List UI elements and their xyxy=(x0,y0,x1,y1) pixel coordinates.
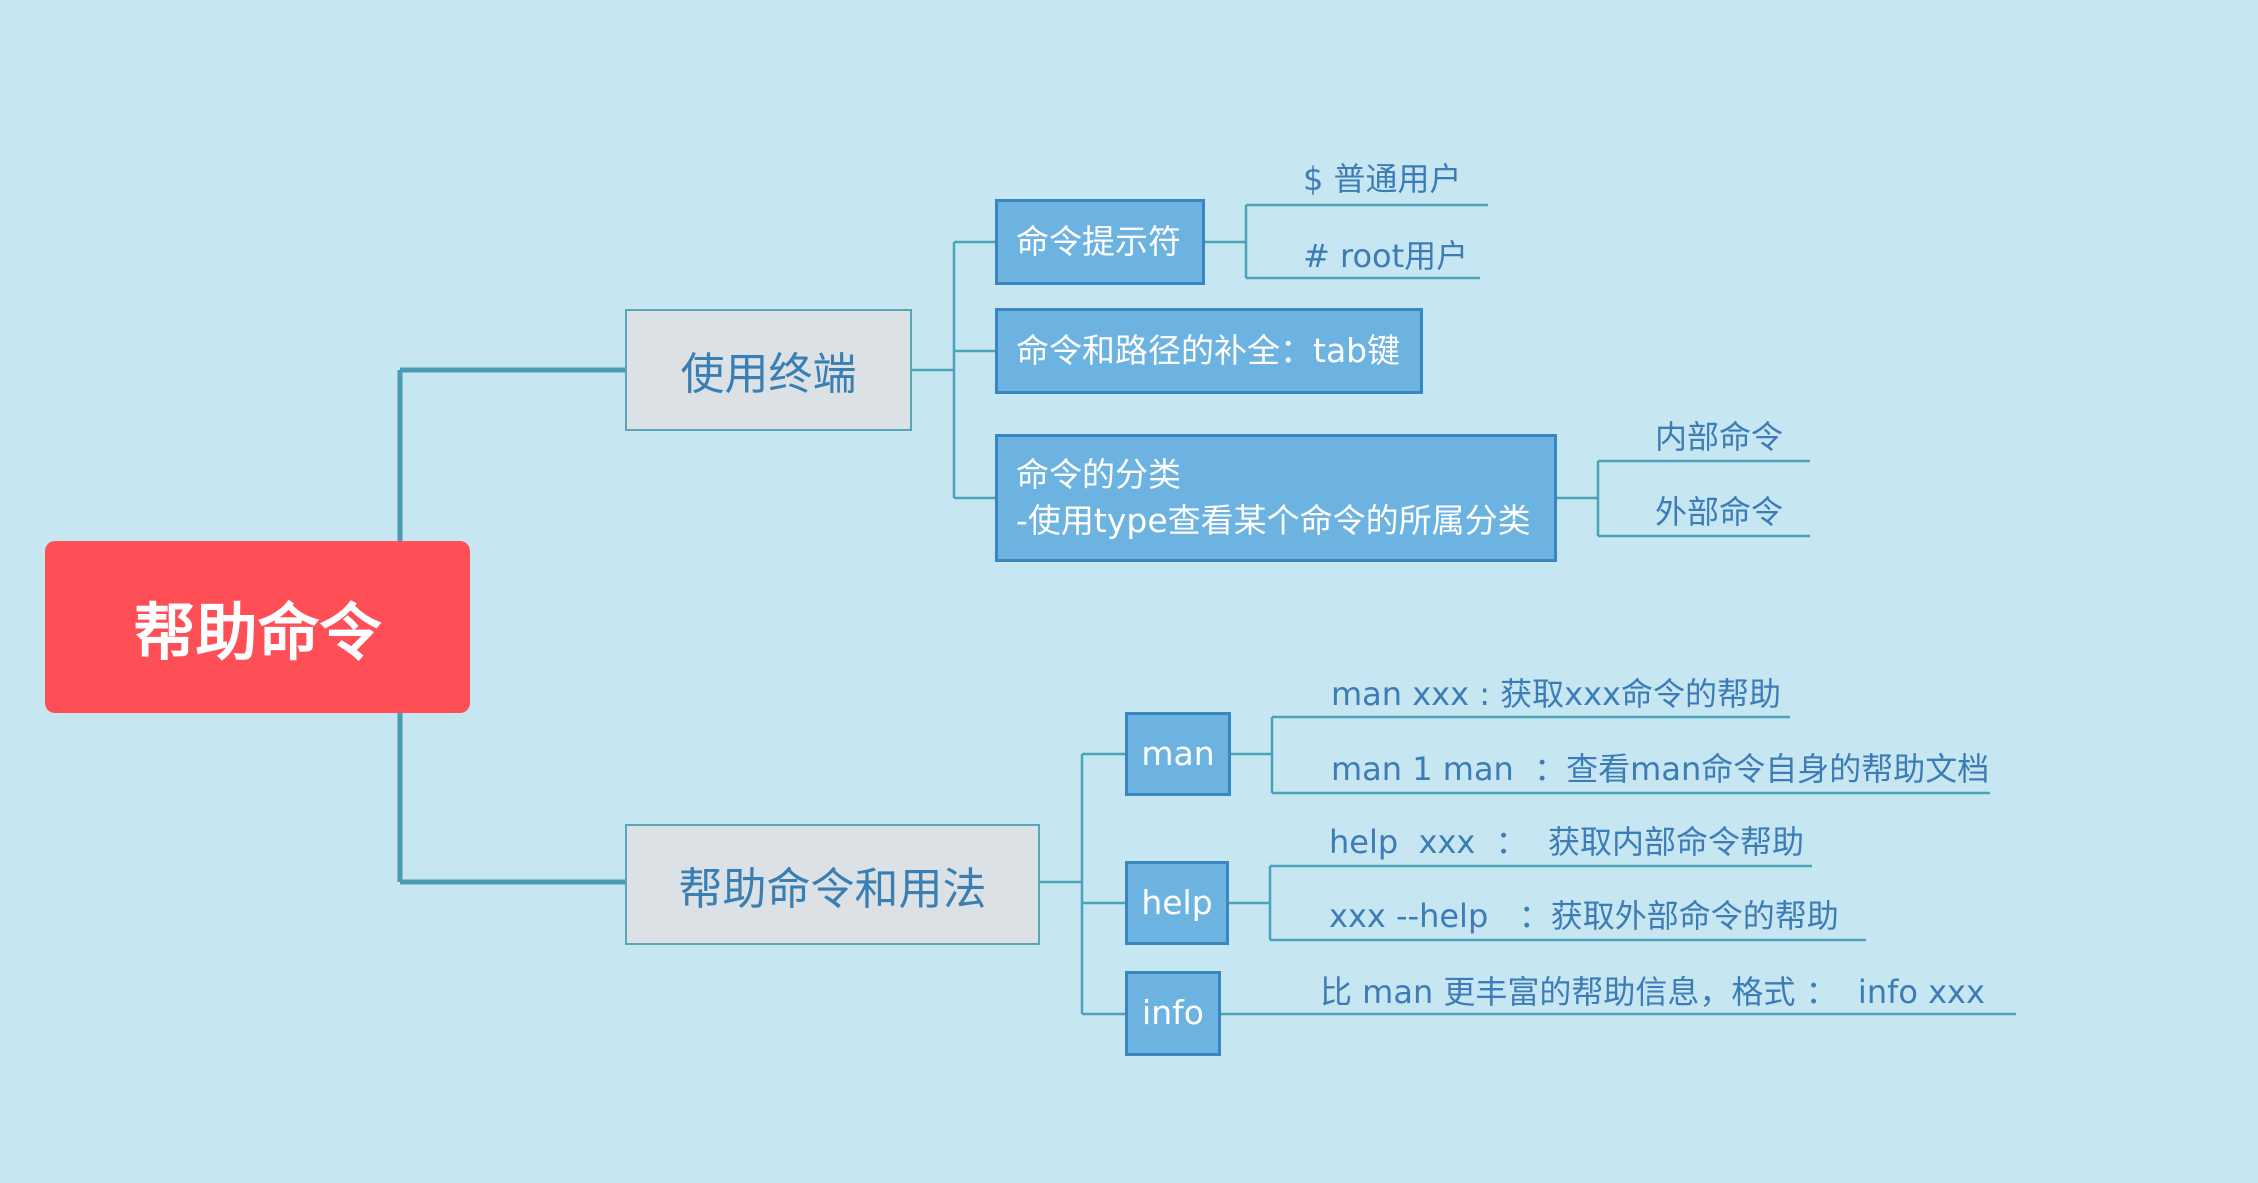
leaf-xxx-help: xxx --help ：获取外部命令的帮助 xyxy=(1329,897,1839,935)
subtopic-man[interactable]: man xyxy=(1125,712,1231,796)
subtopic-classification-label-2: -使用type查看某个命令的所属分类 xyxy=(1016,501,1531,540)
subtopic-classification-label: 命令的分类 xyxy=(1016,454,1181,494)
subtopic-completion-label: 命令和路径的补全：tab键 xyxy=(1016,330,1401,370)
subtopic-man-label: man xyxy=(1141,733,1215,773)
branch-terminal[interactable]: 使用终端 xyxy=(625,309,912,431)
subtopic-help-label: help xyxy=(1141,882,1213,922)
root-topic-label: 帮助命令 xyxy=(133,596,382,669)
subtopic-prompt-label: 命令提示符 xyxy=(1016,221,1181,261)
leaf-help-xxx: help xxx ： 获取内部命令帮助 xyxy=(1329,823,1805,861)
connector-prompt xyxy=(1205,203,1488,280)
subtopic-prompt[interactable]: 命令提示符 xyxy=(995,199,1205,285)
branch-help-usage[interactable]: 帮助命令和用法 xyxy=(625,824,1040,945)
leaf-man-1-man: man 1 man ：查看man命令自身的帮助文档 xyxy=(1331,750,1990,788)
leaf-man-xxx: man xxx : 获取xxx命令的帮助 xyxy=(1331,675,1781,713)
connector-help xyxy=(1229,864,1866,942)
connector-terminal xyxy=(912,240,995,500)
leaf-external-command: 外部命令 xyxy=(1655,493,1784,531)
subtopic-classification[interactable]: 命令的分类 -使用type查看某个命令的所属分类 xyxy=(995,434,1557,562)
root-topic[interactable]: 帮助命令 xyxy=(45,541,470,713)
leaf-internal-command: 内部命令 xyxy=(1655,418,1784,456)
branch-help-usage-label: 帮助命令和用法 xyxy=(678,863,987,915)
subtopic-help[interactable]: help xyxy=(1125,861,1229,945)
subtopic-info-label: info xyxy=(1142,993,1204,1033)
leaf-info-desc: 比 man 更丰富的帮助信息，格式 ： info xxx xyxy=(1320,973,1985,1011)
leaf-root-user: # root用户 xyxy=(1303,237,1469,275)
leaf-normal-user: $ 普通用户 xyxy=(1303,160,1462,198)
branch-terminal-label: 使用终端 xyxy=(680,349,857,400)
subtopic-completion[interactable]: 命令和路径的补全：tab键 xyxy=(995,308,1423,394)
connector-help-usage xyxy=(1040,752,1125,1016)
subtopic-info[interactable]: info xyxy=(1125,971,1221,1056)
connector-classification xyxy=(1557,459,1810,538)
connector-man xyxy=(1231,715,1990,795)
